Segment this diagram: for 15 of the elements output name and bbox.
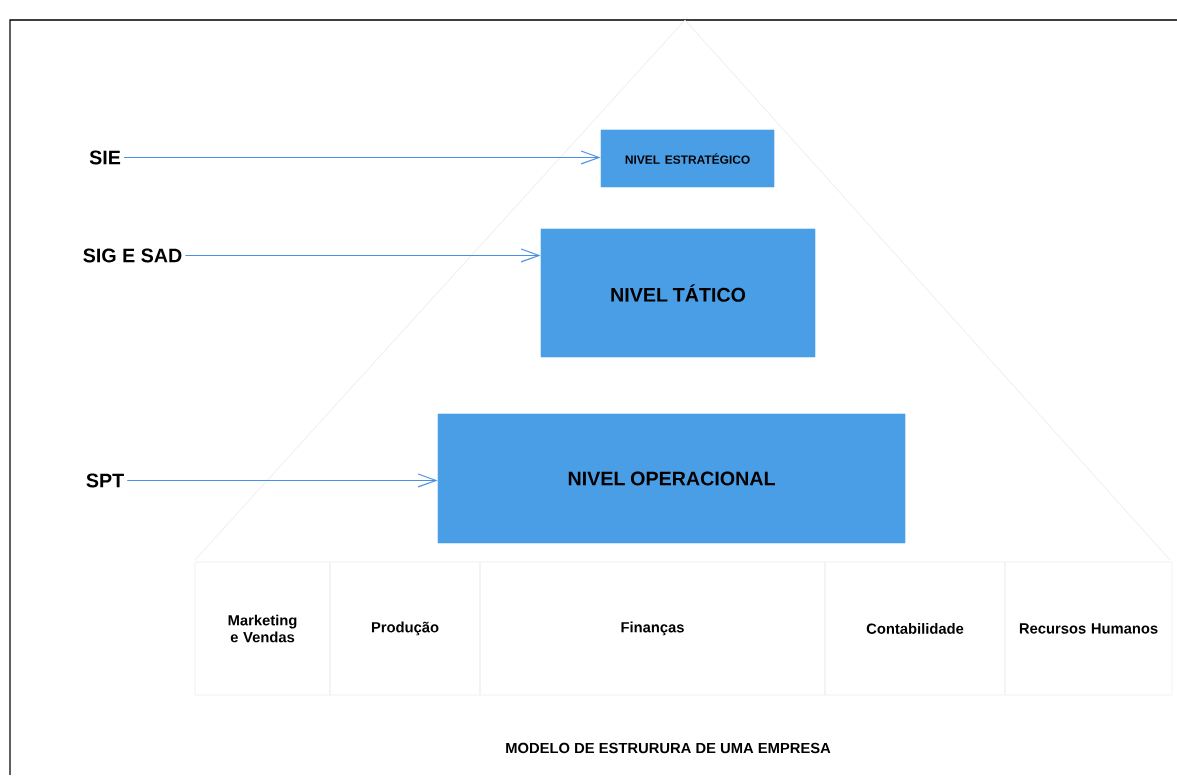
department-cell: Recursos Humanos xyxy=(1004,561,1173,696)
arrow xyxy=(126,473,438,488)
system-label: SIG E SAD xyxy=(83,248,182,263)
department-cell: Produção xyxy=(329,561,481,696)
system-label: SIE xyxy=(89,150,121,165)
system-label: SPT xyxy=(86,473,124,488)
arrow xyxy=(184,248,541,263)
caption: MODELO DE ESTRURURA DE UMA EMPRESA xyxy=(506,742,831,754)
level-box: NIVEL TÁTICO xyxy=(540,228,816,358)
department-cell: Contabilidade xyxy=(824,561,1006,696)
level-box: NIVEL ESTRATÉGICO xyxy=(600,129,775,188)
department-cell: Finanças xyxy=(479,561,826,696)
arrow xyxy=(123,150,601,165)
department-cell: Marketing e Vendas xyxy=(194,561,331,696)
level-box: NIVEL OPERACIONAL xyxy=(437,413,906,544)
